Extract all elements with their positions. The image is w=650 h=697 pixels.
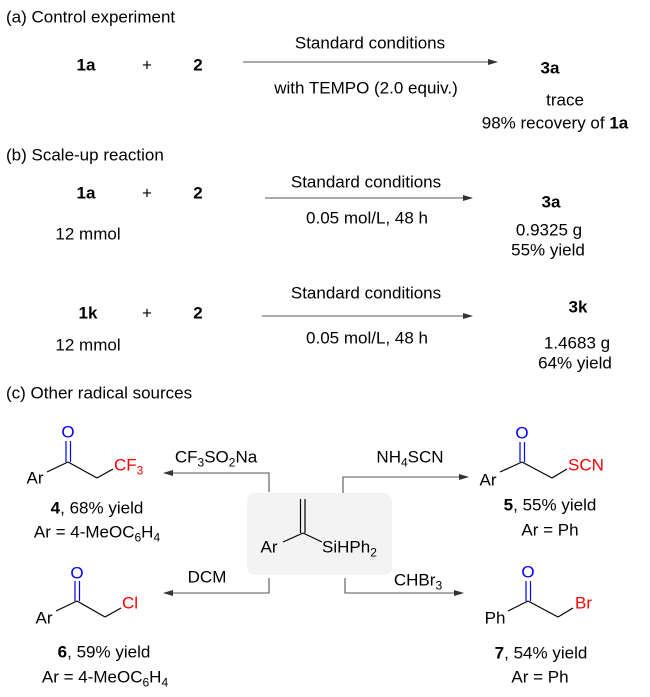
condition-top: Standard conditions [290, 172, 442, 192]
reactant-1a: 1a [76, 55, 96, 75]
arrow-to-4 [163, 470, 270, 492]
plus-sign: + [142, 183, 152, 203]
product-mass: 1.4683 g [543, 333, 611, 353]
oxygen-atom: O [515, 423, 529, 443]
reagent-chbr3: CHBr3 [393, 570, 443, 593]
amount: 12 mmol [55, 335, 121, 355]
product-5-caption: 5, 55% yield [503, 495, 597, 515]
reagent-dcm: DCM [187, 567, 227, 587]
arrow-to-7 [344, 578, 464, 596]
product-6-caption: 6, 59% yield [57, 642, 151, 662]
product-7-ar-definition: Ar = Ph [511, 667, 569, 687]
scn-group: SCN [568, 455, 604, 475]
substrate-ar: Ar [260, 537, 278, 557]
section-b-title: (b) Scale-up reaction [6, 145, 164, 165]
recovery-compound: 1a [609, 113, 629, 133]
cf3-group: CF3 [114, 455, 144, 478]
ar-bond [282, 532, 304, 543]
substrate-highlight-box [247, 493, 392, 575]
product-6-ar-definition: Ar = 4-MeOC6H4 [41, 667, 169, 690]
oxygen-atom: O [521, 562, 535, 582]
section-c-title: (c) Other radical sources [6, 383, 193, 403]
reactant-1a: 1a [76, 183, 96, 203]
product-4-caption: 4, 68% yield [50, 498, 144, 518]
result-text: trace [546, 90, 584, 110]
reagent-nh4scn: NH4SCN [376, 447, 444, 470]
aryl-label: Ar [35, 608, 53, 628]
condition-bottom: 0.05 mol/L, 48 h [306, 208, 428, 228]
recovery-label: 98% recovery of [481, 113, 610, 133]
silyl-subscript: 2 [370, 545, 377, 560]
product-7-caption: 7, 54% yield [494, 643, 588, 663]
reactant-1k: 1k [78, 303, 98, 323]
recovery-text: 98% recovery of 1a [482, 115, 628, 132]
product-3a: 3a [540, 58, 560, 78]
condition-top: Standard conditions [290, 283, 442, 303]
product-yield: 55% yield [511, 240, 585, 260]
product-3a: 3a [541, 192, 561, 212]
oxygen-atom: O [70, 563, 84, 583]
phenyl-label: Ph [484, 608, 506, 628]
reactant-2: 2 [193, 303, 203, 323]
condition-top: Standard conditions [294, 33, 446, 53]
product-mass: 0.9325 g [515, 220, 583, 240]
oxygen-atom: O [61, 422, 75, 442]
product-3k: 3k [568, 297, 588, 317]
plus-sign: + [142, 55, 152, 75]
plus-sign: + [142, 303, 152, 323]
arrow-to-6 [163, 578, 270, 596]
reagent-cf3so2na: CF3SO2Na [174, 447, 258, 470]
reactant-2: 2 [193, 55, 203, 75]
si-bond [302, 532, 323, 543]
product-yield: 64% yield [538, 353, 612, 373]
condition-bottom: with TEMPO (2.0 equiv.) [274, 78, 458, 98]
aryl-label: Ar [479, 470, 497, 490]
substrate-silyl: SiHPh2 [322, 537, 377, 559]
reactant-2: 2 [193, 183, 203, 203]
silyl-text: SiHPh [322, 537, 371, 557]
carbonyl-bonds [65, 441, 532, 601]
product-4-ar-definition: Ar = 4-MeOC6H4 [33, 522, 161, 545]
condition-bottom: 0.05 mol/L, 48 h [306, 328, 428, 348]
product-5-ar-definition: Ar = Ph [521, 520, 579, 540]
cl-group: Cl [122, 593, 139, 613]
arrow-to-5 [342, 474, 469, 493]
br-group: Br [575, 593, 592, 613]
section-a-title: (a) Control experiment [6, 7, 176, 27]
aryl-label: Ar [26, 468, 44, 488]
amount: 12 mmol [55, 224, 121, 244]
